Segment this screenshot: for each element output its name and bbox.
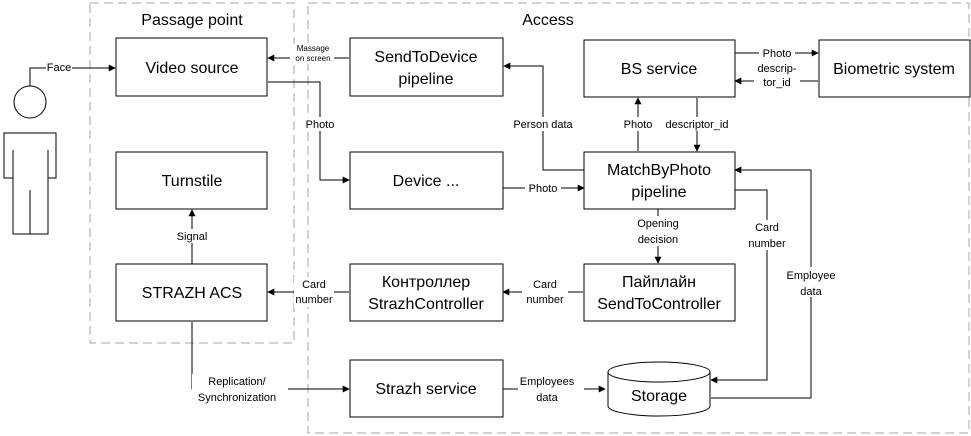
bs-service-box [583, 39, 736, 98]
match-by-photo-label-2: pipeline [631, 184, 686, 201]
person-icon [3, 85, 57, 235]
edge-label-photo-biometric: Photo [763, 48, 792, 60]
edge-label-photo-match: Photo [529, 183, 558, 195]
strazh-acs-box [115, 263, 268, 322]
send-to-controller-label-1: Пайплайн [622, 274, 696, 291]
strazh-service-box [349, 359, 504, 418]
edge-label-employee-data-2: data [800, 286, 822, 298]
video-source-label: Video source [145, 60, 238, 77]
match-by-photo-label-1: MatchByPhoto [607, 162, 711, 179]
storage-label: Storage [631, 388, 687, 405]
access-group [307, 2, 970, 434]
edge-label-employee-data-1: Employee [787, 270, 836, 282]
edge-label-descriptor-back-2: tor_id [763, 77, 791, 89]
edge-label-card-number-storage-1: Card [755, 222, 779, 234]
device-box [349, 151, 504, 210]
edge-label-card-number-acs-1: Card [302, 279, 326, 291]
device-label: Device ... [393, 173, 460, 190]
turnstile-label: Turnstile [162, 173, 223, 190]
edge-label-replication-1: Replication/ [208, 376, 266, 388]
turnstile-box [115, 151, 268, 210]
edge-label-employees-data-1: Employees [520, 376, 575, 388]
edge-label-massage-2: on screen [295, 54, 330, 63]
edge-label-employees-data-2: data [536, 392, 558, 404]
biometric-system-box [818, 39, 971, 98]
storage-database-icon [607, 361, 711, 417]
strazh-acs-label: STRAZH ACS [142, 285, 242, 302]
send-to-controller-box [583, 263, 736, 322]
edge-label-photo-bs: Photo [624, 119, 653, 131]
send-to-device-box [349, 37, 504, 97]
controller-box [349, 263, 504, 322]
send-to-device-label-1: SendToDevice [374, 49, 477, 66]
passage-point-title: Passage point [141, 12, 243, 29]
send-to-controller-label-2: SendToController [597, 296, 721, 313]
edge-label-person-data: Person data [513, 119, 573, 131]
edge-label-face: Face [47, 62, 71, 74]
edge-label-massage-1: Massage [297, 44, 330, 53]
access-title: Access [522, 12, 574, 29]
bs-service-label: BS service [621, 61, 698, 78]
edge-label-opening-decision-1: Opening [637, 218, 679, 230]
edge-card-number-storage [710, 189, 768, 384]
edge-label-descriptor-back-1: descrip- [757, 63, 796, 75]
edge-label-card-number-controller-2: number [526, 294, 564, 306]
strazh-service-label: Strazh service [375, 381, 476, 398]
match-by-photo-box [583, 151, 736, 210]
edge-label-photo-device: Photo [306, 119, 335, 131]
edge-label-descriptor-id: descriptor_id [666, 119, 729, 131]
edge-face [29, 64, 116, 86]
edge-label-card-number-acs-2: number [295, 294, 333, 306]
edge-label-card-number-storage-2: number [748, 238, 786, 250]
controller-label-2: StrazhController [368, 296, 484, 313]
controller-label-1: Контроллер [382, 274, 470, 291]
edge-label-replication-2: Synchronization [198, 392, 276, 404]
edge-label-opening-decision-2: decision [638, 234, 678, 246]
biometric-system-label: Biometric system [833, 61, 955, 78]
video-source-box [115, 37, 268, 97]
send-to-device-label-2: pipeline [398, 71, 453, 88]
edge-label-signal: Signal [177, 231, 208, 243]
edge-label-card-number-controller-1: Card [533, 279, 557, 291]
